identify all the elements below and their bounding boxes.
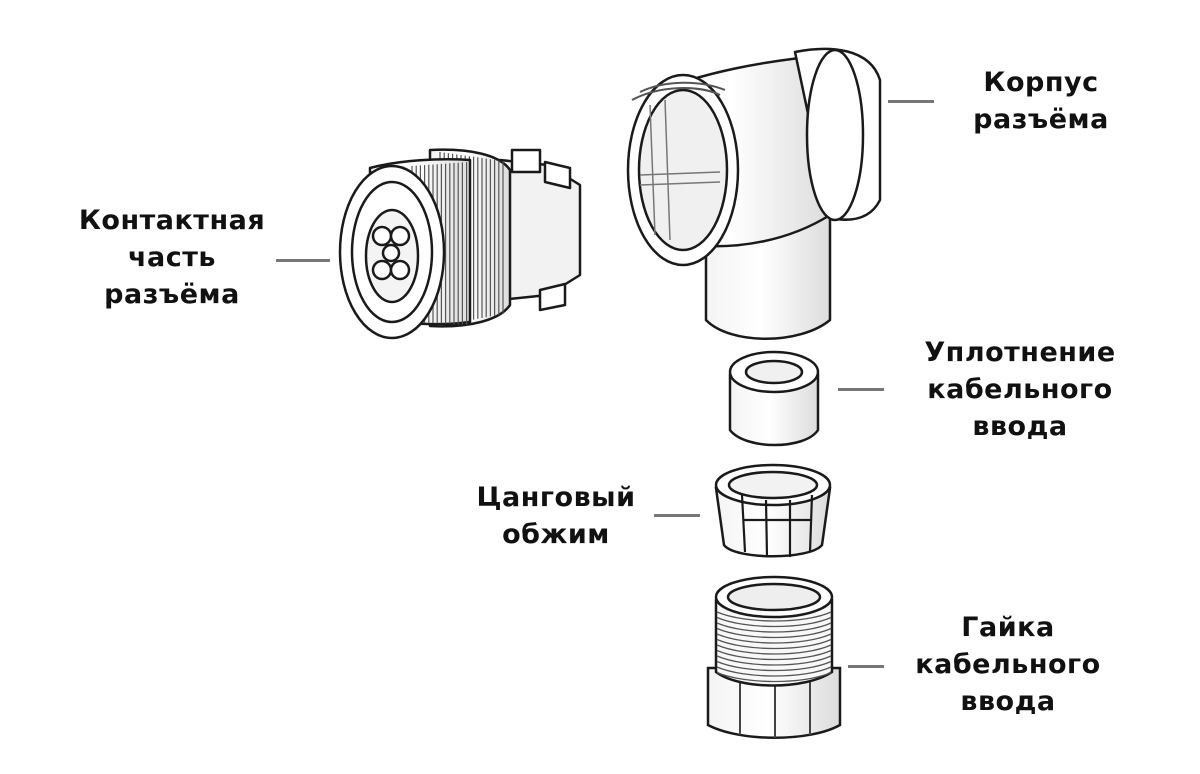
- label-housing: Корпус разъёма: [946, 64, 1136, 138]
- contact-part-drawing: [338, 148, 582, 340]
- label-cable-nut-line-3: ввода: [960, 686, 1056, 717]
- leader-collet-clamp: [654, 514, 700, 517]
- label-collet-clamp-line-1: Цанговый: [476, 482, 636, 513]
- leader-contact-part: [276, 259, 330, 262]
- thread-line: [716, 666, 832, 677]
- label-collet-clamp-line-2: обжим: [502, 519, 610, 550]
- collet-clamp-drawing: [714, 463, 832, 558]
- thread-line: [716, 671, 832, 683]
- cable-seal-drawing: [728, 350, 820, 447]
- thread-line: [716, 649, 832, 661]
- label-cable-nut: Гайка кабельного ввода: [898, 609, 1118, 720]
- leader-cable-seal: [838, 388, 884, 391]
- cable-nut-drawing: [706, 575, 842, 739]
- leader-housing: [888, 100, 934, 103]
- thread-line: [716, 655, 832, 666]
- leader-cable-nut: [848, 665, 884, 668]
- label-contact-part-line-1: Контактная: [78, 205, 266, 236]
- thread-line: [716, 644, 832, 655]
- label-cable-nut-line-2: кабельного: [915, 649, 1101, 680]
- thread-line: [716, 622, 832, 633]
- label-contact-part: Контактная часть разъёма: [62, 202, 282, 313]
- thread-line: [716, 660, 832, 672]
- label-housing-line-2: разъёма: [973, 104, 1109, 135]
- label-cable-nut-line-1: Гайка: [961, 612, 1055, 643]
- label-cable-seal: Уплотнение кабельного ввода: [902, 334, 1138, 445]
- label-cable-seal-line-2: кабельного: [927, 374, 1113, 405]
- thread-line: [716, 633, 832, 644]
- housing-drawing: [626, 47, 882, 340]
- label-contact-part-line-2: часть: [128, 242, 216, 273]
- label-collet-clamp: Цанговый обжим: [456, 479, 656, 553]
- label-cable-seal-line-3: ввода: [972, 411, 1068, 442]
- label-housing-line-1: Корпус: [983, 67, 1099, 98]
- thread-line: [716, 627, 832, 639]
- thread-line: [716, 638, 832, 650]
- label-cable-seal-line-1: Уплотнение: [924, 337, 1116, 368]
- label-contact-part-line-3: разъёма: [104, 279, 240, 310]
- thread-line: [716, 616, 832, 628]
- thread-line: [716, 611, 832, 622]
